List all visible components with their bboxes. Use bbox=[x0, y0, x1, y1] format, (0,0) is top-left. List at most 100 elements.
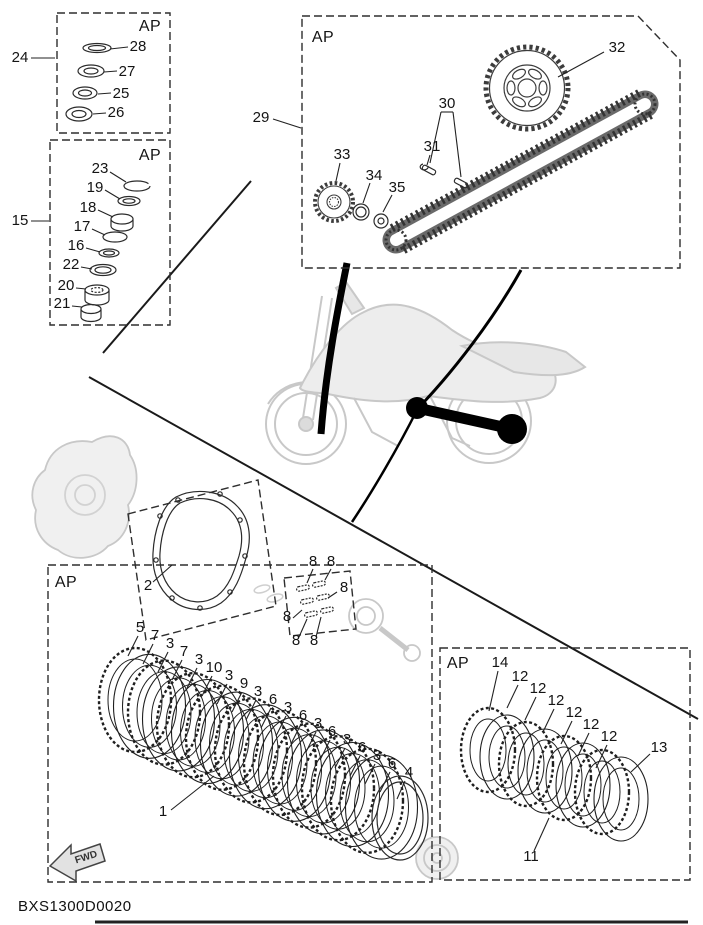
leader-stack-2 bbox=[157, 651, 169, 673]
seal-collar-parts bbox=[80, 180, 151, 323]
washer-25 bbox=[72, 86, 98, 100]
part-label-stack-0: 5 bbox=[136, 619, 144, 636]
part-label-33: 33 bbox=[334, 146, 351, 163]
gasket-inner bbox=[159, 497, 243, 603]
ring-4-inner bbox=[376, 781, 424, 855]
spring-6 bbox=[319, 606, 335, 614]
clutch-plate bbox=[555, 742, 611, 828]
leader-stack-16 bbox=[364, 763, 376, 785]
leader-stack-15 bbox=[349, 755, 361, 777]
leader-8-6 bbox=[315, 616, 322, 638]
part-label-30: 30 bbox=[439, 95, 456, 112]
leader-stack-5 bbox=[201, 675, 213, 697]
part-label-2: 2 bbox=[144, 577, 152, 594]
part-label-21: 21 bbox=[54, 295, 71, 312]
part-label-32: 32 bbox=[609, 39, 626, 56]
part-label-stack-5: 10 bbox=[206, 659, 223, 676]
washer-35 bbox=[373, 213, 389, 229]
part-label-24: 24 bbox=[12, 49, 29, 66]
crankcase-boss-inner bbox=[74, 484, 96, 506]
part-label-18: 18 bbox=[80, 199, 97, 216]
clutch-plate bbox=[535, 734, 593, 822]
chain-links-bottom bbox=[400, 111, 653, 255]
clutch-plate bbox=[213, 697, 289, 804]
part-label-8-1: 8 bbox=[309, 553, 317, 570]
ring-22-inner bbox=[94, 266, 112, 274]
pointer-curve-right bbox=[422, 269, 523, 404]
part-label-stack-3: 7 bbox=[180, 643, 188, 660]
part-label-12-4: 12 bbox=[566, 704, 583, 721]
drive-belt bbox=[415, 402, 514, 435]
part-label-19: 19 bbox=[87, 179, 104, 196]
clutch-plate bbox=[602, 767, 640, 831]
box-clutch-left bbox=[47, 564, 433, 883]
clutch-plate bbox=[170, 678, 245, 785]
washer-27-inner bbox=[83, 67, 99, 75]
clutch-plate bbox=[469, 718, 507, 782]
spring-2 bbox=[311, 580, 327, 588]
chain-links-top bbox=[388, 89, 641, 233]
leader-33 bbox=[335, 162, 341, 182]
sprocket-washers-34-35 bbox=[352, 203, 389, 229]
front-sprocket-hole bbox=[326, 194, 342, 210]
clutch-plate bbox=[564, 753, 602, 817]
leader-8-5 bbox=[298, 618, 308, 638]
part-label-4: 4 bbox=[405, 764, 413, 781]
front-sprocket-spline bbox=[328, 196, 340, 208]
part-label-12-1: 12 bbox=[512, 668, 529, 685]
reference-line-upper bbox=[102, 180, 252, 354]
clutch-plate bbox=[573, 748, 631, 836]
washer-28 bbox=[82, 42, 112, 54]
washer-35-inner bbox=[377, 217, 385, 225]
gasket-bolt-holes bbox=[153, 491, 248, 611]
part-label-11: 11 bbox=[523, 848, 539, 865]
part-label-1: 1 bbox=[159, 803, 167, 820]
clutch-spring-parts bbox=[295, 580, 335, 618]
part-label-27: 27 bbox=[119, 63, 136, 80]
clutch-plate bbox=[526, 739, 564, 803]
clutch-plate bbox=[199, 691, 274, 797]
washer-19 bbox=[117, 195, 141, 207]
leader-25 bbox=[97, 92, 112, 95]
washer-16 bbox=[98, 248, 120, 258]
part-label-stack-6: 3 bbox=[225, 667, 233, 684]
part-label-stack-12: 3 bbox=[314, 715, 322, 732]
tail-section bbox=[458, 341, 587, 377]
collar-21 bbox=[80, 303, 102, 323]
washer-28-inner bbox=[87, 44, 107, 52]
part-label-28: 28 bbox=[130, 38, 147, 55]
leader-27 bbox=[103, 70, 118, 73]
leader-28 bbox=[109, 46, 129, 50]
part-label-ap-1: AP bbox=[139, 18, 161, 35]
leader-31 bbox=[426, 154, 431, 166]
clutch-plate bbox=[479, 714, 535, 800]
fwd-arrow: FWD bbox=[48, 843, 106, 883]
part-label-12-3: 12 bbox=[548, 692, 565, 709]
pressure-plate-sketch bbox=[415, 836, 459, 880]
clutch-plate bbox=[593, 756, 649, 842]
link-plate-1 bbox=[421, 164, 437, 176]
leader-12-4 bbox=[560, 720, 573, 745]
front-sprocket-teeth bbox=[313, 181, 355, 223]
leader-stack-8 bbox=[245, 699, 257, 721]
box-gasket bbox=[127, 479, 277, 641]
spring-4 bbox=[315, 593, 331, 601]
leader-2 bbox=[152, 564, 173, 583]
leader-1 bbox=[170, 775, 215, 811]
screw-1 bbox=[253, 584, 271, 594]
leader-12-5 bbox=[577, 732, 590, 757]
drawing-code: BXS1300D0020 bbox=[18, 898, 132, 915]
part-label-stack-13: 6 bbox=[328, 723, 336, 740]
washer-25-inner bbox=[77, 89, 93, 97]
leader-20 bbox=[75, 287, 87, 290]
part-label-stack-16: 3 bbox=[373, 747, 381, 764]
part-label-stack-1: 7 bbox=[151, 627, 159, 644]
clutch-plate bbox=[286, 729, 361, 835]
rear-sprocket-dot bbox=[497, 414, 527, 444]
sprocket-mid bbox=[503, 64, 551, 112]
washer-27 bbox=[77, 64, 105, 78]
part-label-stack-8: 3 bbox=[254, 683, 262, 700]
clutch-plate bbox=[329, 747, 405, 854]
part-label-stack-15: 6 bbox=[358, 739, 366, 756]
